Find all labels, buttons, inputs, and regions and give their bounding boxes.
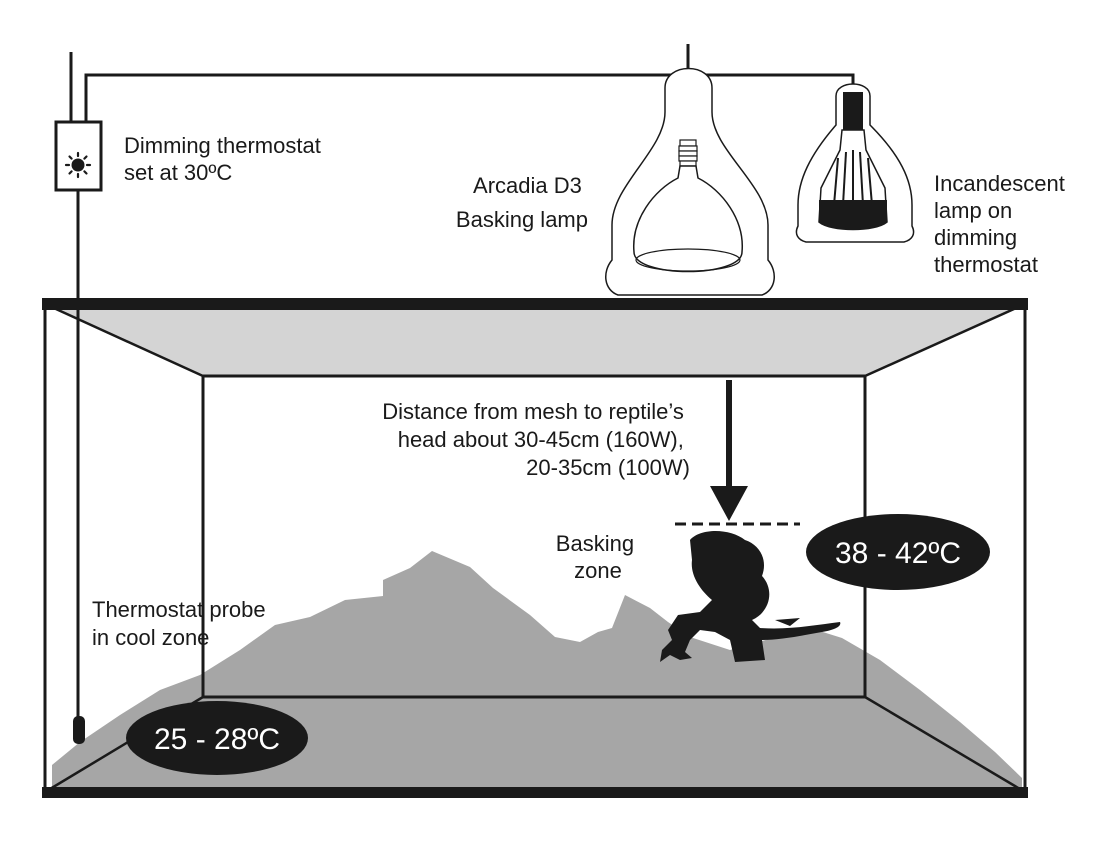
thermostat-lamp-cable <box>84 73 855 122</box>
edge-bottom-right <box>864 695 1026 794</box>
hot-zone-temperature: 38 - 42ºC <box>835 537 961 570</box>
edge-top-left <box>44 302 204 378</box>
probe-label: Thermostat probe in cool zone <box>92 597 272 650</box>
d3-lamp-bulb-face <box>635 248 741 272</box>
d3-basking-lamp <box>605 44 775 296</box>
edge-top-right <box>864 302 1026 378</box>
dimming-thermostat <box>54 120 103 192</box>
front-frame-bottom-bar <box>42 787 1028 798</box>
incandescent-lamp-socket <box>843 92 863 130</box>
mesh-lid <box>45 304 1025 376</box>
bearded-dragon-icon <box>660 531 841 662</box>
hot-zone-badge: 38 - 42ºC <box>806 514 990 590</box>
d3-lamp-label: Arcadia D3 Basking lamp <box>456 173 588 232</box>
distance-arrow <box>710 380 748 521</box>
d3-lamp-cap <box>678 139 698 167</box>
cool-zone-badge: 25 - 28ºC <box>126 701 308 775</box>
incandescent-lamp <box>795 83 915 243</box>
thermostat-probe-icon <box>73 716 85 744</box>
incandescent-lamp-face <box>819 200 887 230</box>
sun-dial-icon <box>64 151 92 179</box>
front-frame-top-bar <box>42 298 1028 310</box>
incandescent-label: Incandescent lamp on dimming thermostat <box>934 171 1071 277</box>
cool-zone-temperature: 25 - 28ºC <box>154 723 280 756</box>
basking-zone-label: Basking zone <box>556 531 640 583</box>
distance-label: Distance from mesh to reptile’s head abo… <box>382 399 690 480</box>
incandescent-lamp-ribs <box>833 150 873 206</box>
thermostat-label: Dimming thermostat set at 30ºC <box>124 133 327 185</box>
